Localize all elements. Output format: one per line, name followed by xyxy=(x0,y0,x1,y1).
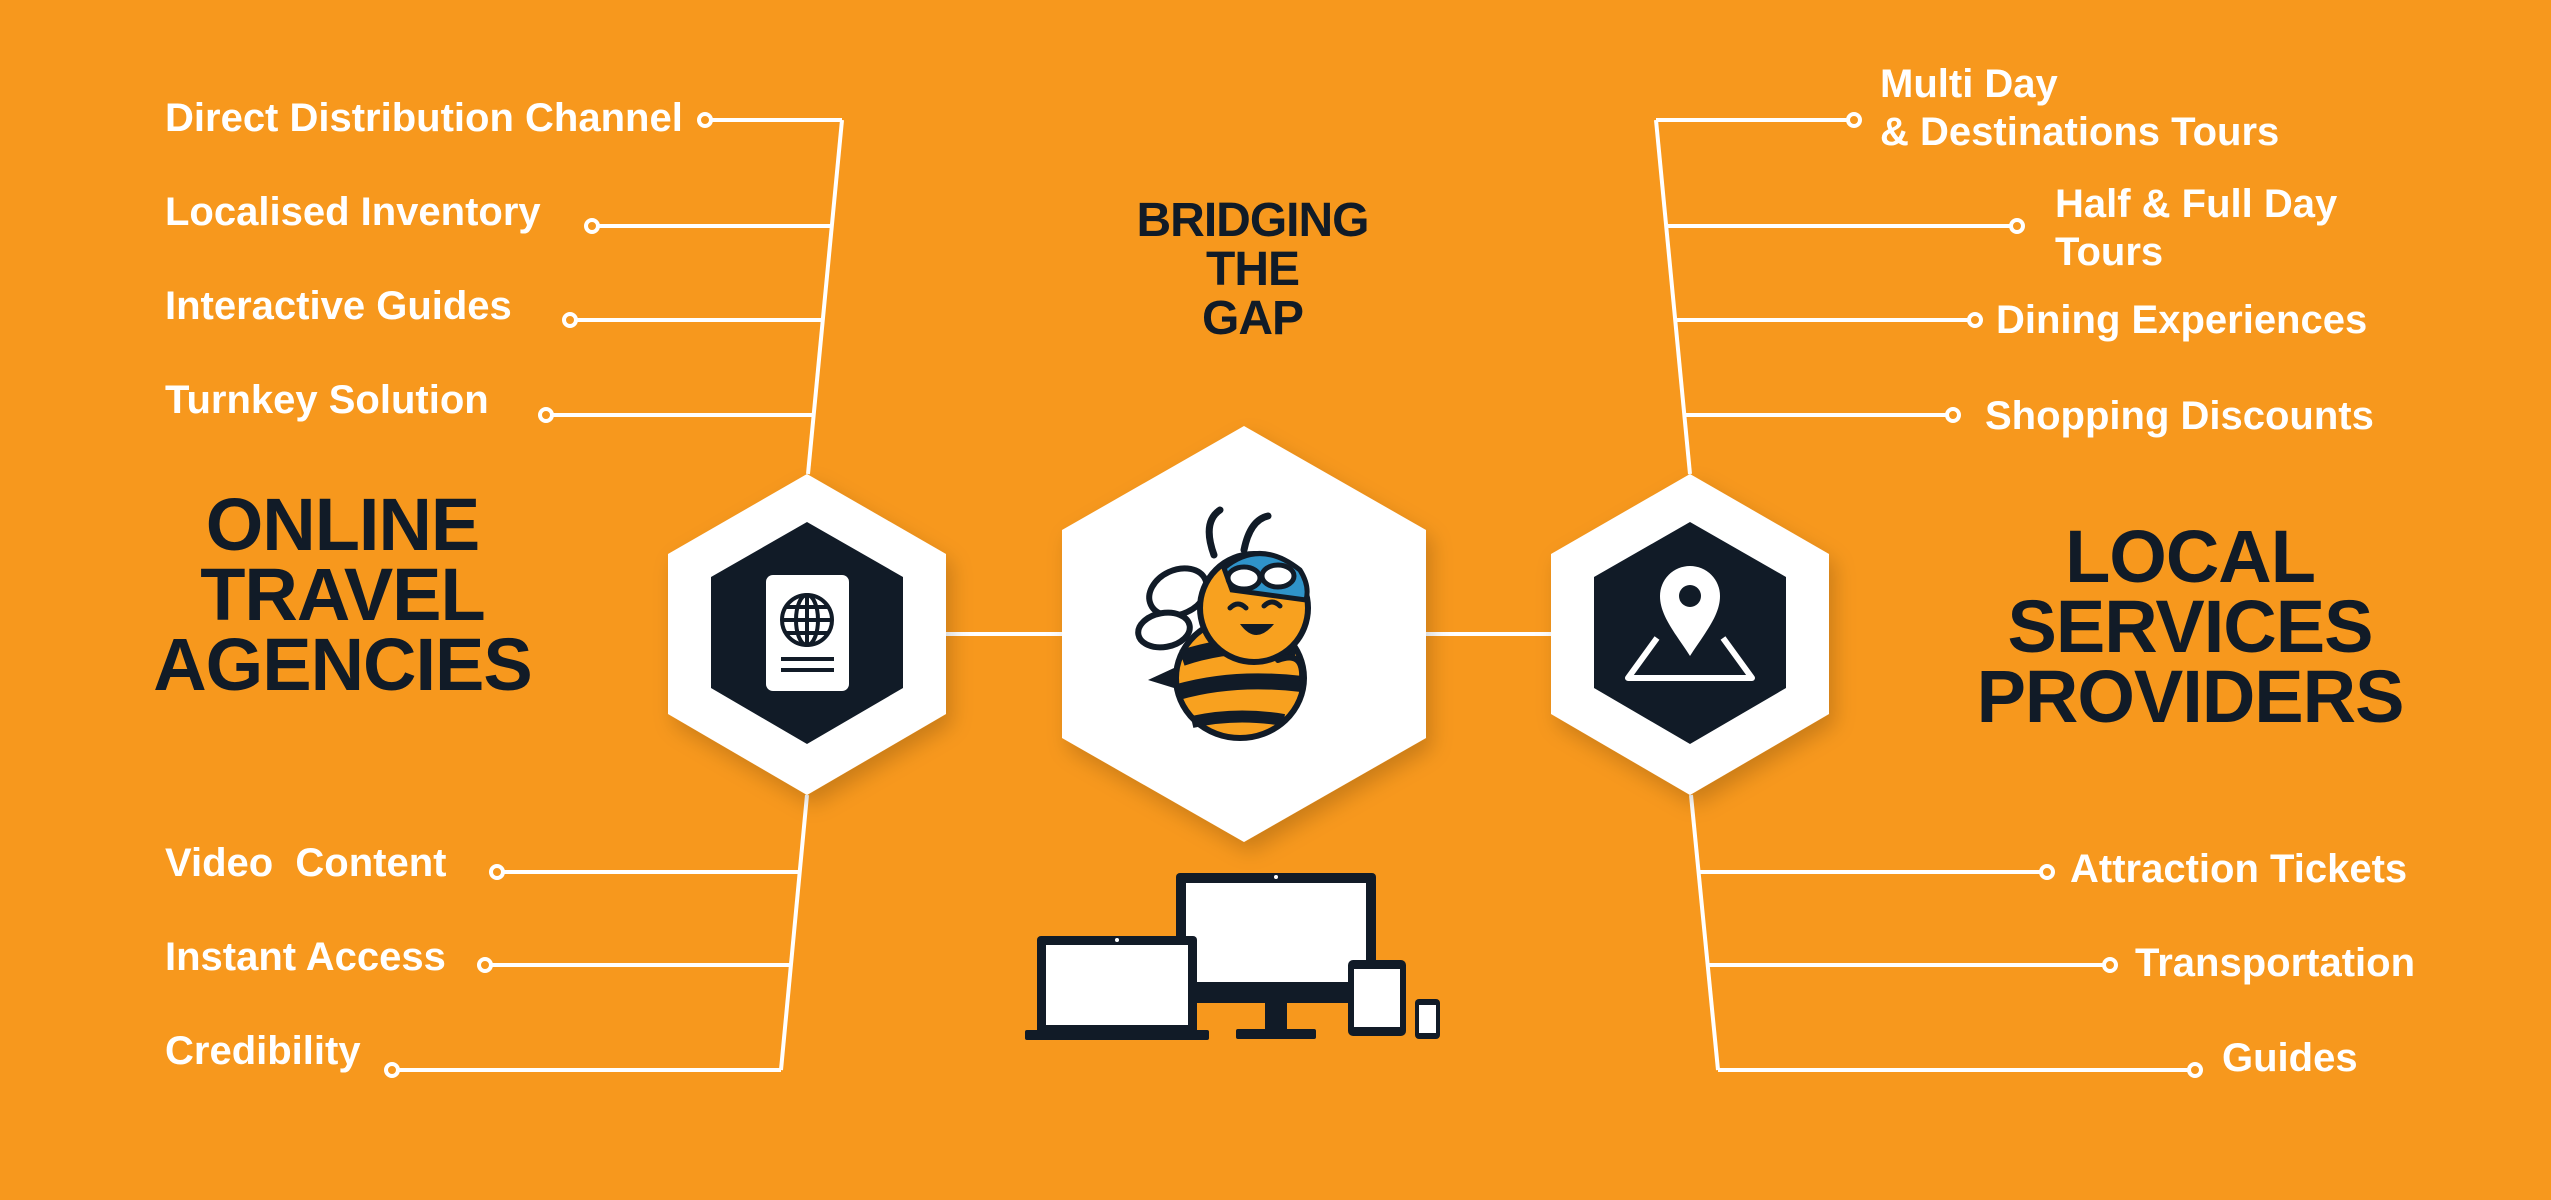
left-item-localised-inventory: Localised Inventory xyxy=(165,190,541,234)
left-connector-dots xyxy=(384,112,1097,1078)
right-connectors xyxy=(1399,118,2195,1072)
devices-icon xyxy=(1025,873,1440,1040)
left-item-video-content: Video Content xyxy=(165,841,447,885)
left-title: ONLINE TRAVEL AGENCIES xyxy=(153,483,533,706)
left-item-instant-access: Instant Access xyxy=(165,935,446,979)
right-item-shopping-discounts: Shopping Discounts xyxy=(1985,394,2374,438)
left-item-interactive-guides: Interactive Guides xyxy=(165,284,512,328)
right-item-dining-experiences: Dining Experiences xyxy=(1996,298,2368,342)
map-pin-icon xyxy=(1625,566,1755,681)
right-item-multi-day: Multi Day & Destinations Tours xyxy=(1880,62,2280,154)
right-item-transportation: Transportation xyxy=(2135,941,2416,985)
left-hexagon xyxy=(668,474,946,795)
right-hexagon xyxy=(1551,474,1829,795)
right-item-guides: Guides xyxy=(2222,1036,2358,1080)
right-item-half-full-day: Half & Full Day Tours xyxy=(2055,182,2338,274)
right-title: LOCAL SERVICES PROVIDERS xyxy=(1976,515,2405,738)
center-hexagon xyxy=(1062,426,1426,842)
left-item-credibility: Credibility xyxy=(165,1029,361,1073)
center-title: BRIDGING THE GAP xyxy=(1136,194,1370,345)
left-item-direct-distribution: Direct Distribution Channel xyxy=(165,96,683,140)
left-item-turnkey-solution: Turnkey Solution xyxy=(165,378,489,422)
left-bottom-trunk xyxy=(779,794,809,1071)
right-item-attraction-tickets: Attraction Tickets xyxy=(2070,847,2408,891)
passport-globe-icon xyxy=(766,575,849,691)
bee-mascot-icon xyxy=(1135,506,1311,741)
right-bottom-trunk xyxy=(1689,794,1720,1071)
